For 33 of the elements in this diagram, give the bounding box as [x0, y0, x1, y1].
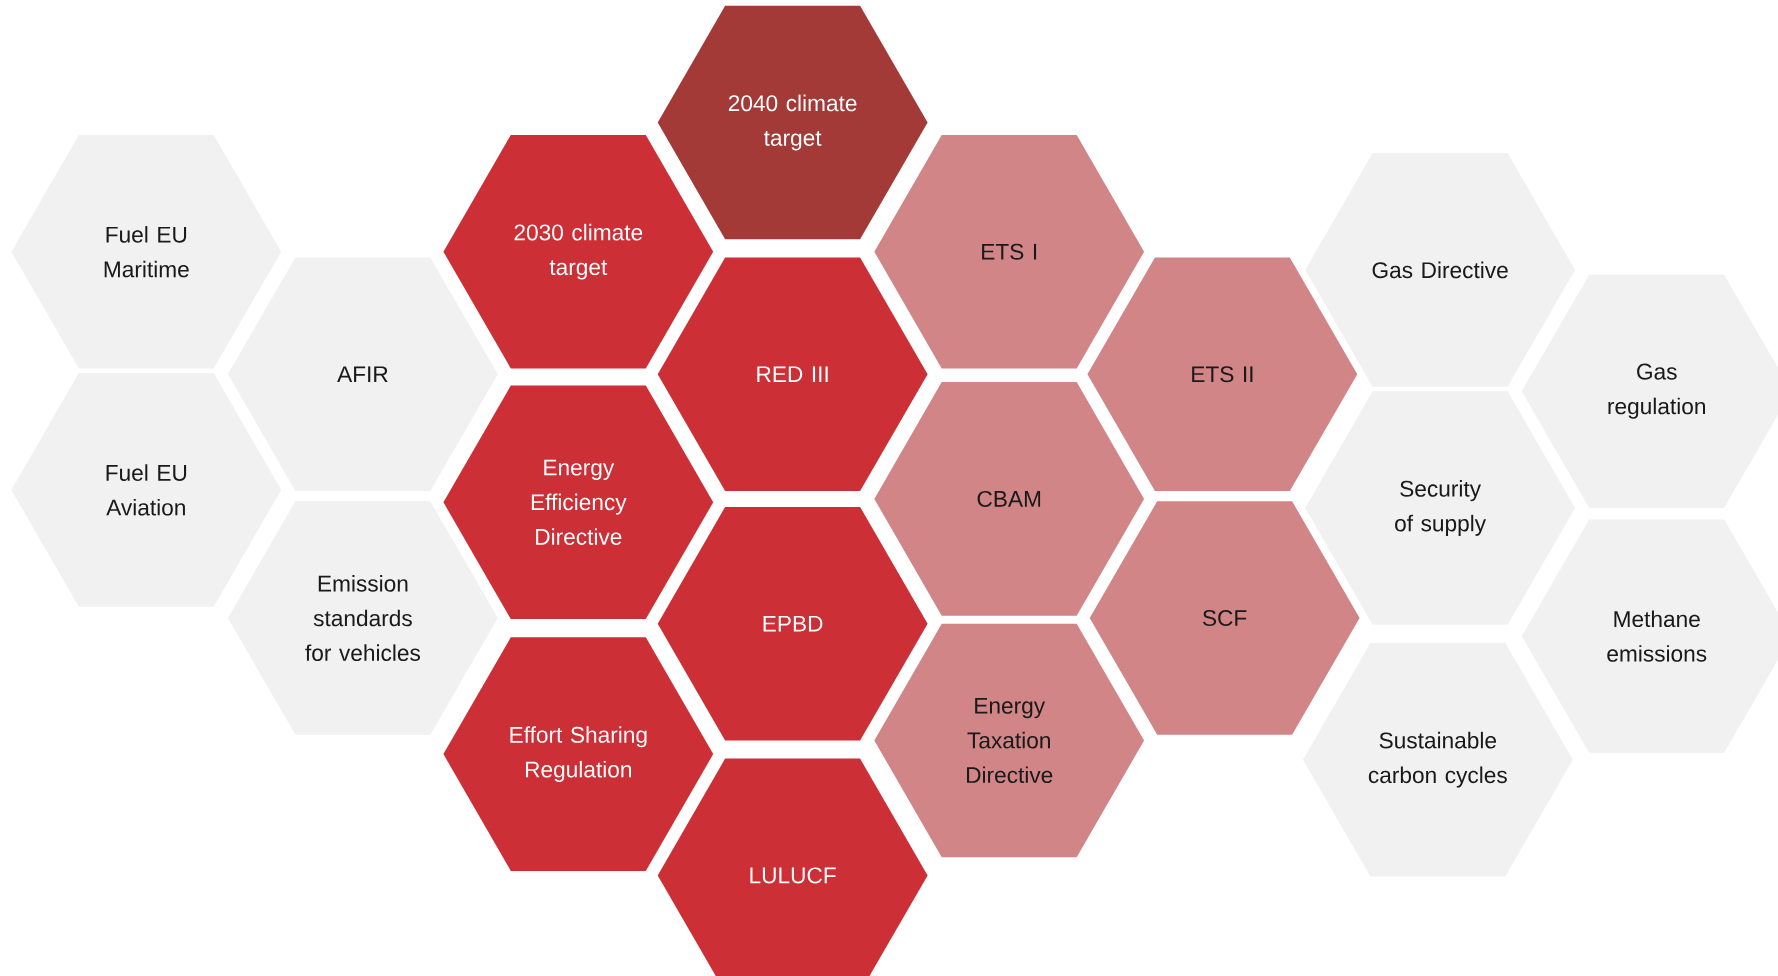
- hexagon: AFIR: [227, 257, 498, 491]
- node-label: AFIR: [337, 366, 388, 383]
- hexagon: Gas Directive: [1305, 153, 1575, 387]
- hexagon: ETS I: [874, 134, 1145, 369]
- node-label: EPBD: [763, 615, 823, 632]
- hexagon: Fuel EU Maritime: [11, 134, 282, 369]
- node-label: Gas regulation: [1608, 363, 1705, 419]
- hexagon: CBAM: [874, 382, 1145, 616]
- hexagon: SCF: [1089, 501, 1360, 735]
- hexagon: Energy Taxation Directive: [874, 623, 1145, 858]
- hexagon: Security of supply: [1305, 391, 1575, 625]
- hexagon: LULUCF: [657, 758, 928, 976]
- hexagon: Sustainable carbon cycles: [1302, 642, 1573, 877]
- hexagon: Gas regulation: [1521, 274, 1778, 508]
- node-label: Effort Sharing Regulation: [510, 726, 647, 783]
- hexagon: RED III: [657, 257, 928, 491]
- hexagon: EPBD: [657, 506, 928, 741]
- node-label: Energy Efficiency Directive: [531, 459, 627, 545]
- hexagon: Energy Efficiency Directive: [443, 385, 714, 620]
- hexagon: Fuel EU Aviation: [11, 373, 282, 607]
- hexagon: Emission standards for vehicles: [227, 501, 498, 735]
- hexagon: Effort Sharing Regulation: [443, 637, 714, 871]
- node-label: SCF: [1202, 609, 1247, 627]
- node-label: Security of supply: [1395, 480, 1487, 536]
- hexagon: 2030 climate target: [443, 134, 714, 369]
- node-label: Methane emissions: [1607, 610, 1707, 662]
- node-label: Fuel EU Aviation: [106, 464, 187, 516]
- node-label: RED III: [757, 366, 828, 383]
- node-label: ETS II: [1192, 366, 1253, 383]
- hexagon: ETS II: [1087, 257, 1358, 491]
- hexagon: 2040 climate target: [657, 5, 928, 240]
- hexagon: Methane emissions: [1521, 519, 1778, 753]
- node-label: CBAM: [977, 490, 1041, 507]
